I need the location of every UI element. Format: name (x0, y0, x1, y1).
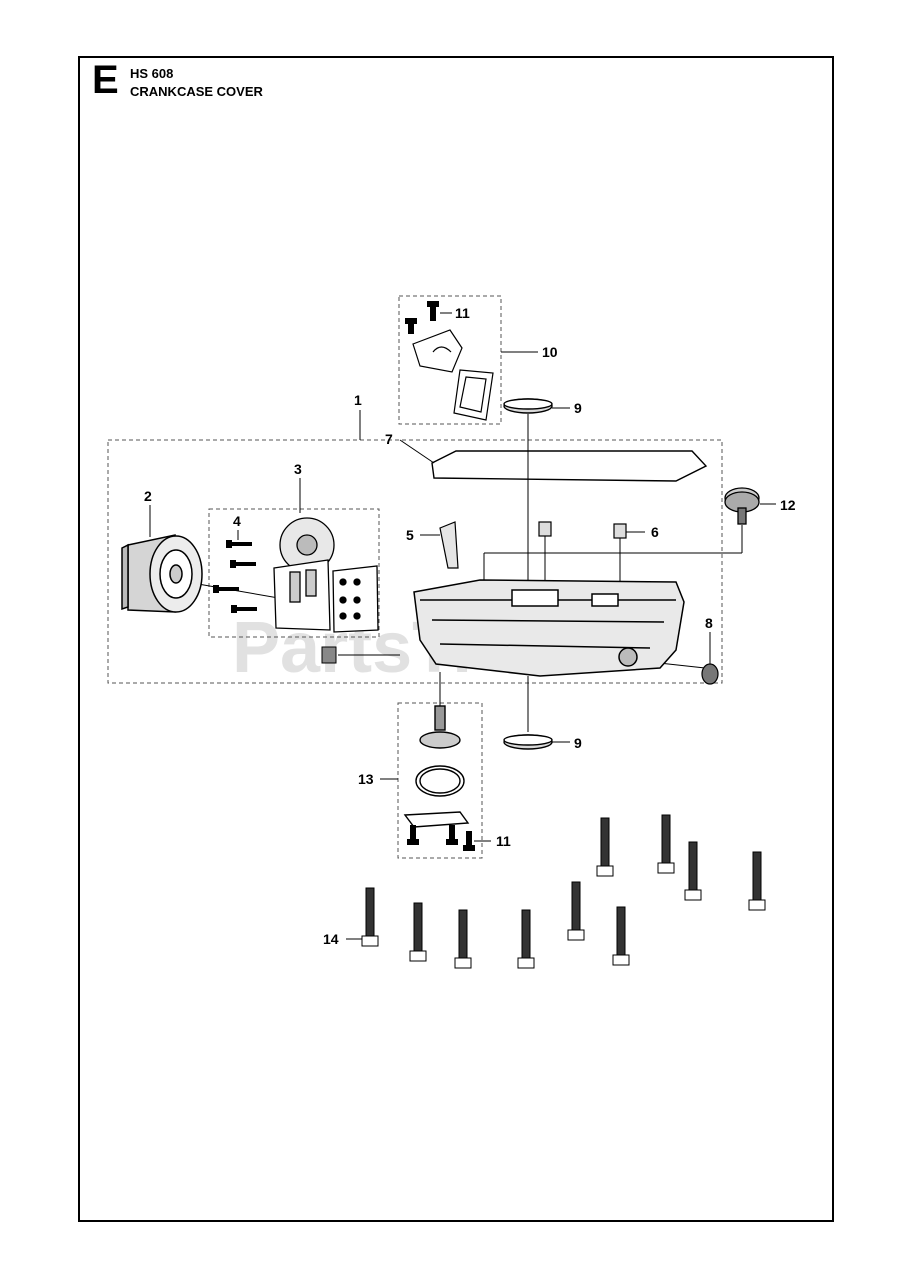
callout-7: 7 (385, 431, 393, 447)
callout-2: 2 (144, 488, 152, 504)
callout-11-bottom: 11 (496, 833, 511, 849)
bolt-icon (361, 814, 766, 969)
plug-icon (321, 646, 337, 664)
callout-10: 10 (542, 344, 558, 360)
oil-filter-icon (121, 534, 203, 613)
oil-strainer-icon (403, 705, 470, 828)
oil-pump-icon (273, 517, 379, 633)
insert-icon (439, 521, 459, 569)
o-ring-icon (415, 765, 465, 797)
callout-13: 13 (358, 771, 374, 787)
diagram-title: CRANKCASE COVER (130, 84, 263, 99)
callout-3: 3 (294, 461, 302, 477)
sump-pan-icon (413, 579, 685, 677)
callout-9-top: 9 (574, 400, 582, 416)
callout-14: 14 (323, 931, 339, 947)
callout-5: 5 (406, 527, 414, 543)
assembly-10-box (398, 295, 502, 425)
bolt-icon (407, 825, 475, 851)
assembly-3-box (208, 508, 380, 638)
section-letter: E (92, 58, 119, 102)
model-label: HS 608 (130, 66, 174, 81)
assembly-1-box (107, 439, 723, 684)
bolt-icon (405, 301, 439, 334)
callout-11-top: 11 (455, 305, 470, 321)
callout-8: 8 (705, 615, 713, 631)
bolt-icon (213, 540, 257, 613)
gear-icon (724, 487, 760, 525)
dowel-pin-icon (538, 521, 627, 539)
diagram-frame (78, 56, 834, 1222)
callout-12: 12 (780, 497, 796, 513)
oil-seal-icon (503, 398, 553, 750)
gasket-icon (431, 450, 708, 482)
callout-9-bottom: 9 (574, 735, 582, 751)
drain-plug-icon (701, 663, 719, 685)
callout-6: 6 (651, 524, 659, 540)
cover-plate-icon (412, 329, 494, 421)
callout-4: 4 (233, 513, 241, 529)
callout-1: 1 (354, 392, 362, 408)
